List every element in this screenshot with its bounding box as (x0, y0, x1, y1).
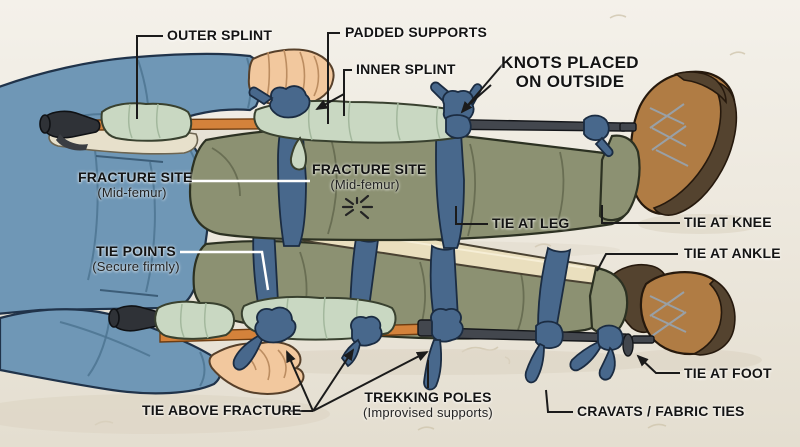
tie-at-ankle-label: TIE AT ANKLE (684, 245, 781, 261)
upper-boot (629, 70, 738, 216)
knots-placed-line2: ON OUTSIDE (515, 72, 625, 91)
cravats-label: CRAVATS / FABRIC TIES (577, 403, 745, 419)
tie-above-fracture-label: TIE ABOVE FRACTURE (142, 402, 302, 418)
tie-at-knee-label: TIE AT KNEE (684, 214, 772, 230)
upper-trekking-pole (39, 99, 637, 171)
tie-at-foot-label: TIE AT FOOT (684, 365, 772, 381)
lower-arm-and-hand (0, 308, 305, 395)
upper-tie-knots (248, 81, 614, 157)
knots-placed-label: KNOTS PLACED ON OUTSIDE (500, 53, 640, 91)
tie-points-label: TIE POINTS (Secure firmly) (92, 243, 180, 274)
lower-boot (609, 263, 736, 356)
outer-splint-label: OUTER SPLINT (167, 27, 273, 43)
fracture-site-right-label: FRACTURE SITE (Mid-femur) (312, 161, 427, 192)
padded-supports-label: PADDED SUPPORTS (345, 24, 487, 40)
connector-lines (136, 32, 680, 413)
lower-tie-knots (232, 306, 564, 391)
trekking-poles-label: TREKKING POLES (Improvised supports) (363, 389, 493, 420)
inner-splint-label: INNER SPLINT (356, 61, 456, 77)
tie-at-leg-label: TIE AT LEG (492, 215, 570, 231)
knots-placed-line1: KNOTS PLACED (501, 53, 639, 72)
fracture-symbol (341, 194, 374, 220)
pole-tip-and-foot-tie (569, 324, 655, 381)
fracture-site-left-label: FRACTURE SITE (Mid-femur) (78, 169, 193, 200)
lower-leg (108, 215, 736, 391)
